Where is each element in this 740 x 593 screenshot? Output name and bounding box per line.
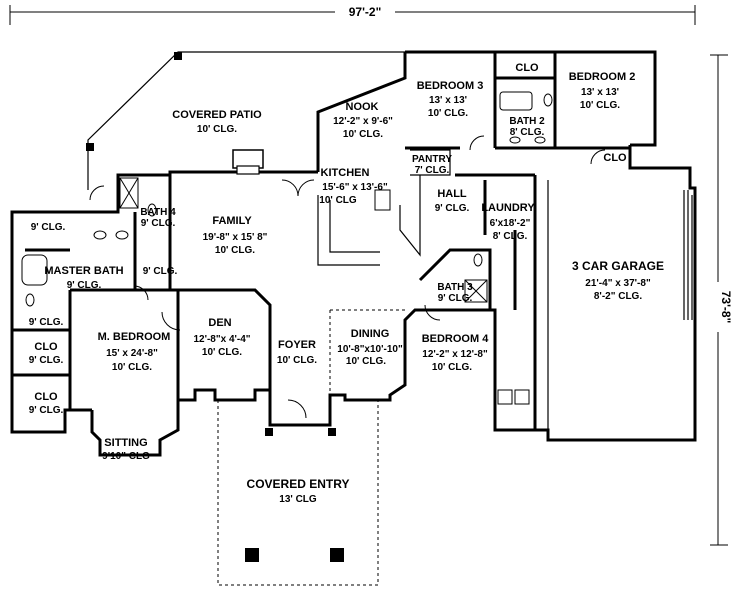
clo-m2-name: CLO [34, 391, 58, 403]
bedroom2-ceiling: 10' CLG. [580, 100, 620, 111]
bedroom3-name: BEDROOM 3 [417, 80, 484, 92]
overall-depth-label: 73'-8" [719, 291, 733, 324]
foyer-name: FOYER [278, 339, 316, 351]
hall-ceiling: 9' CLG. [435, 203, 470, 214]
garage-size: 21'-4" x 37'-8" [585, 278, 651, 289]
hall-name: HALL [437, 188, 467, 200]
kitchen-name: KITCHEN [321, 167, 370, 179]
nook-name: NOOK [346, 101, 379, 113]
mb-left-ceiling: 9' CLG. [29, 317, 64, 328]
overall-depth-dimension: 73'-8" [710, 54, 733, 546]
garage-name: 3 CAR GARAGE [572, 259, 664, 273]
pantry-name: PANTRY [412, 154, 452, 165]
dining-name: DINING [351, 328, 390, 340]
overall-width-dimension: 97'-2" [9, 4, 696, 25]
bath3-name: BATH 3 [437, 282, 473, 293]
bedroom3-ceiling: 10' CLG. [428, 108, 468, 119]
room-labels: COVERED PATIO 10' CLG. NOOK 12'-2" x 9'-… [29, 62, 664, 505]
covered-patio-name: COVERED PATIO [172, 109, 262, 121]
bedroom4-ceiling: 10' CLG. [432, 362, 472, 373]
bedroom4-size: 12'-2" x 12'-8" [422, 349, 488, 360]
m-bedroom-name: M. BEDROOM [98, 331, 171, 343]
doors [89, 135, 606, 419]
covered-entry-outline [217, 400, 379, 586]
den-size: 12'-8"x 4'-4" [193, 334, 250, 345]
master-bath-name: MASTER BATH [44, 265, 123, 277]
nook-size: 12'-2" x 9'-6" [333, 116, 393, 127]
kitchen-size: 15'-6" x 13'-6" [322, 182, 388, 193]
overall-width-label: 97'-2" [349, 5, 382, 19]
laundry-size: 6'x18'-2" [490, 218, 531, 229]
laundry-ceiling: 8' CLG. [493, 231, 528, 242]
sitting-name: SITTING [104, 437, 147, 449]
covered-patio-outline [86, 51, 405, 190]
master-bath-ceiling: 9' CLG. [67, 280, 102, 291]
pantry-ceiling: 7' CLG. [415, 165, 450, 176]
bath4-ceiling: 9' CLG. [141, 218, 176, 229]
bath2-ceiling: 8' CLG. [510, 127, 545, 138]
dining-ceiling: 10' CLG. [346, 356, 386, 367]
clo-m2-ceiling: 9' CLG. [29, 405, 64, 416]
covered-entry-name: COVERED ENTRY [247, 477, 350, 491]
bedroom2-size: 13' x 13' [581, 87, 619, 98]
garage-ceiling: 8'-2" CLG. [594, 291, 642, 302]
bath2-name: BATH 2 [509, 116, 545, 127]
bedroom2-name: BEDROOM 2 [569, 71, 636, 83]
clo-m1-ceiling: 9' CLG. [29, 355, 64, 366]
covered-patio-ceiling: 10' CLG. [197, 124, 237, 135]
bath3-ceiling: 9' CLG. [438, 293, 473, 304]
exterior-walls [10, 50, 697, 457]
clo-bed2-name: CLO [603, 152, 627, 164]
dining-size: 10'-8"x10'-10" [337, 344, 403, 355]
family-name: FAMILY [212, 215, 252, 227]
laundry-name: LAUNDRY [481, 202, 535, 214]
clo-top-name: CLO [515, 62, 539, 74]
fixtures [21, 91, 553, 405]
mb-right-ceiling: 9' CLG. [143, 266, 178, 277]
den-ceiling: 10' CLG. [202, 347, 242, 358]
m-bedroom-size: 15' x 24'-8" [106, 348, 158, 359]
kitchen-ceiling: 10' CLG [319, 195, 357, 206]
bath4-name: BATH 4 [140, 207, 176, 218]
family-size: 19'-8" x 15' 8" [203, 232, 268, 243]
m-bedroom-ceiling: 10' CLG. [112, 362, 152, 373]
den-name: DEN [208, 317, 231, 329]
nook-ceiling: 10' CLG. [343, 129, 383, 140]
mb-top-ceiling: 9' CLG. [31, 222, 66, 233]
clo-m1-name: CLO [34, 341, 58, 353]
sitting-ceiling: 9'10" CLG [102, 451, 150, 462]
foyer-ceiling: 10' CLG. [277, 355, 317, 366]
garage-door [683, 190, 689, 320]
bedroom3-size: 13' x 13' [429, 95, 467, 106]
family-ceiling: 10' CLG. [215, 245, 255, 256]
covered-entry-ceiling: 13' CLG [279, 494, 317, 505]
interior-walls [12, 52, 693, 430]
bedroom4-name: BEDROOM 4 [422, 333, 490, 345]
